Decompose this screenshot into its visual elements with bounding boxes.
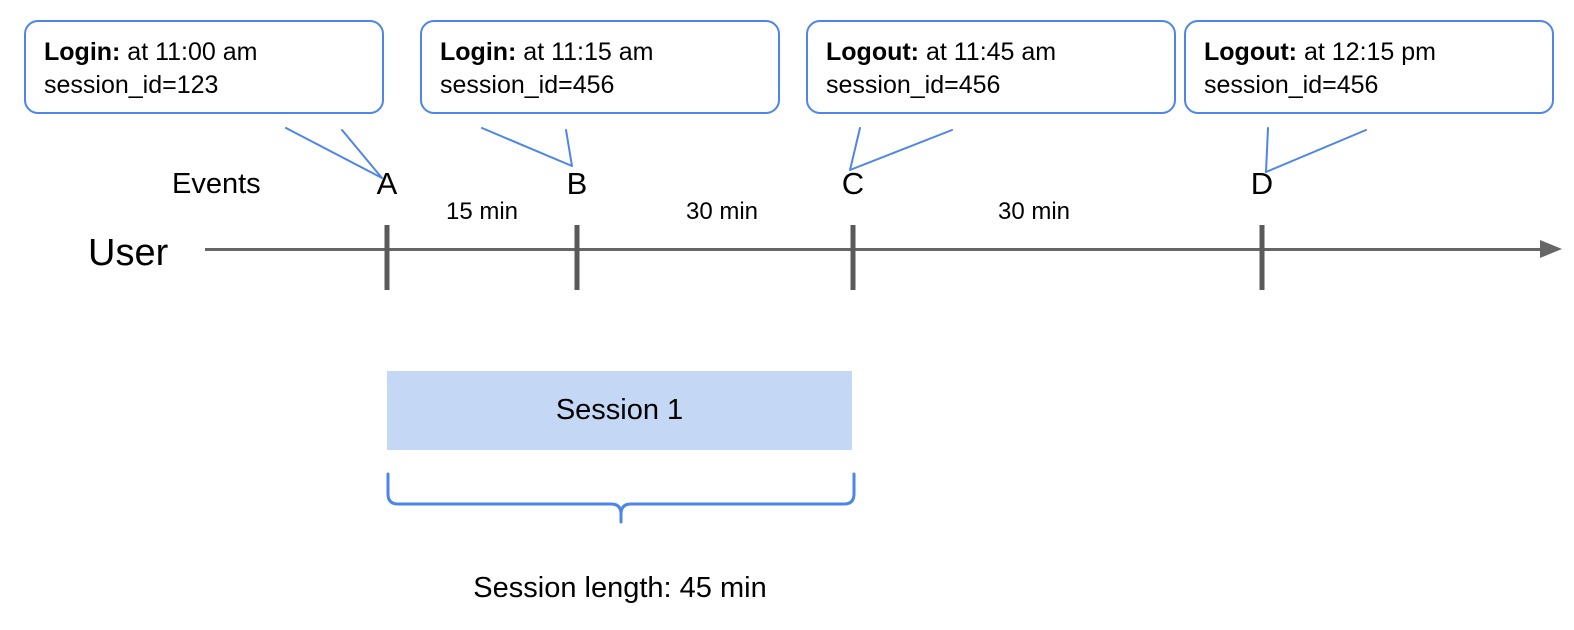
callout-d-tail-shape — [1265, 127, 1367, 173]
callout-b-tail — [481, 127, 573, 167]
callout-a-session: session_id=123 — [44, 71, 219, 99]
callout-c-event: Logout: — [826, 38, 920, 66]
session-length-brace — [386, 472, 856, 524]
callout-a-detail: at 11:00 am — [120, 38, 258, 66]
interval-label-ab: 15 min — [445, 198, 519, 225]
callout-c-session: session_id=456 — [826, 71, 1001, 99]
callout-b-detail: at 11:15 am — [516, 38, 654, 66]
callout-c-tail-shape — [849, 127, 953, 171]
timeline-axis-line — [205, 248, 1550, 251]
callout-login-b: Login: at 11:15 am session_id=456 — [420, 20, 780, 114]
callout-b-line1: Login: at 11:15 am — [440, 36, 760, 69]
callout-login-a: Login: at 11:00 am session_id=123 — [24, 20, 384, 114]
callout-c-detail: at 11:45 am — [919, 38, 1057, 66]
callout-b-tail-shape — [481, 127, 573, 167]
tick-mark-c — [850, 225, 856, 290]
callout-a-event: Login: — [44, 38, 121, 66]
user-row-label: User — [88, 232, 169, 274]
session-length-caption: Session length: 45 min — [473, 572, 767, 604]
callout-d-line1: Logout: at 12:15 pm — [1204, 36, 1534, 69]
interval-label-bc: 30 min — [685, 198, 759, 225]
session-1-label: Session 1 — [555, 394, 684, 426]
callout-d-detail: at 12:15 pm — [1297, 38, 1436, 66]
events-row-label: Events — [172, 168, 261, 200]
callout-d-event: Logout: — [1204, 38, 1298, 66]
tick-mark-a — [384, 225, 390, 290]
tick-label-b: B — [566, 166, 588, 201]
callout-d-session: session_id=456 — [1204, 71, 1379, 99]
tick-label-c: C — [841, 166, 865, 201]
timeline-axis-arrow-icon — [1540, 240, 1562, 258]
callout-b-session: session_id=456 — [440, 71, 615, 99]
tick-mark-b — [574, 225, 580, 290]
callout-a-tail-shape — [285, 127, 383, 179]
session-1-bar: Session 1 — [387, 371, 852, 450]
interval-label-cd: 30 min — [997, 198, 1071, 225]
callout-b-event: Login: — [440, 38, 517, 66]
callout-c-line1: Logout: at 11:45 am — [826, 36, 1156, 69]
tick-label-a: A — [376, 166, 398, 201]
tick-mark-d — [1259, 225, 1265, 290]
tick-label-d: D — [1250, 166, 1274, 201]
callout-logout-c: Logout: at 11:45 am session_id=456 — [806, 20, 1176, 114]
callout-a-line1: Login: at 11:00 am — [44, 36, 364, 69]
callout-logout-d: Logout: at 12:15 pm session_id=456 — [1184, 20, 1554, 114]
brace-path — [386, 472, 856, 524]
